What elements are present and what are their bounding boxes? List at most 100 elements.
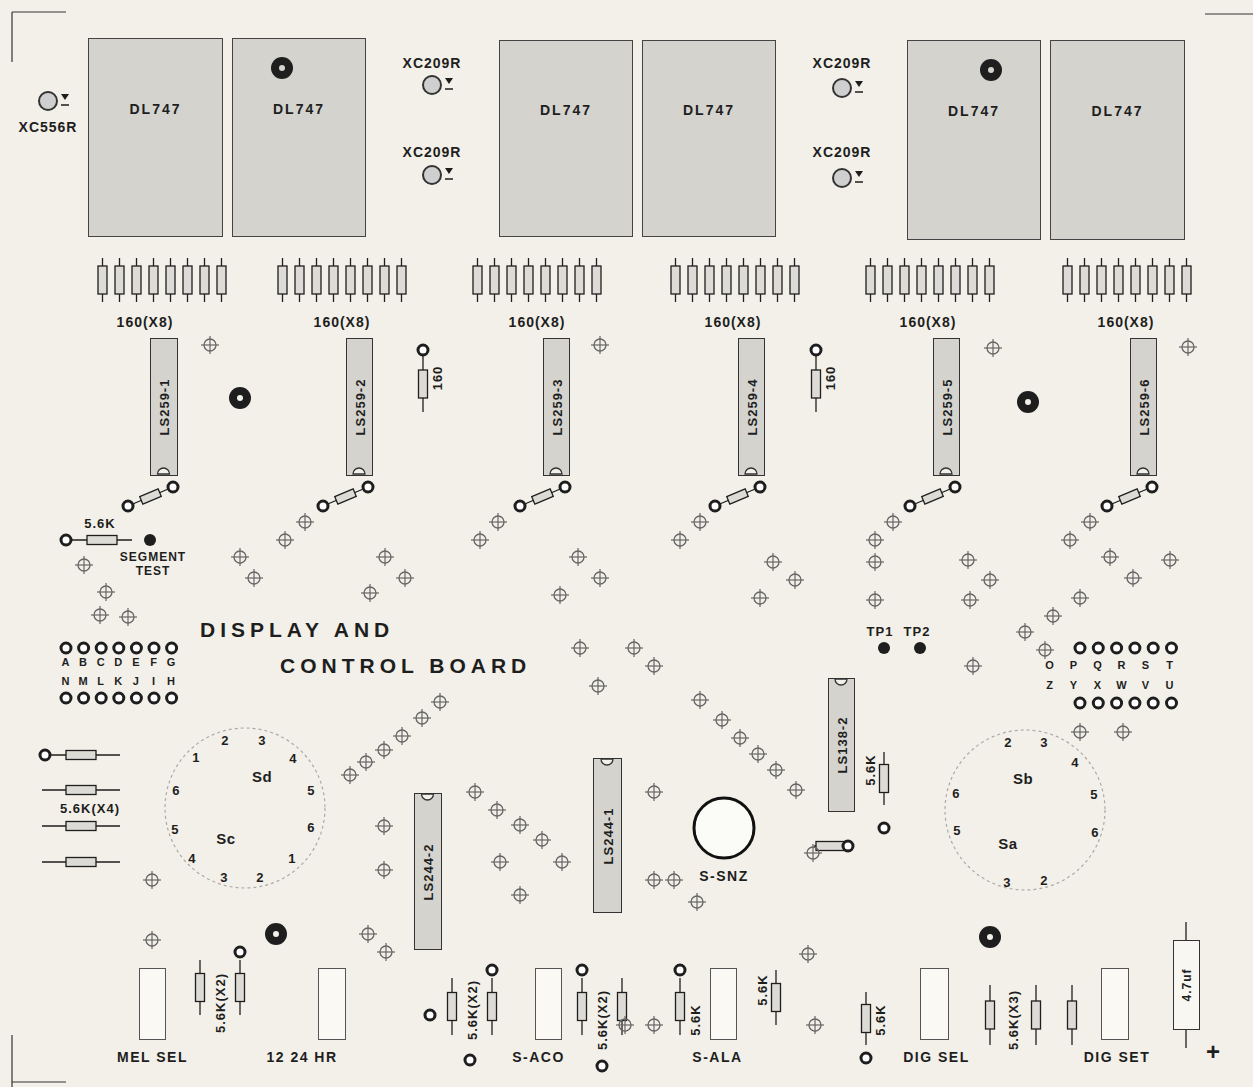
via-symbol xyxy=(511,886,529,904)
via-cross xyxy=(1069,531,1070,549)
via-cross xyxy=(383,817,384,835)
solder-pad xyxy=(1148,698,1158,708)
part-label: 2 xyxy=(1040,874,1048,887)
silkscreen-label: 160(X8) xyxy=(705,315,762,329)
resistor-symbol xyxy=(922,489,944,504)
resistor-symbol xyxy=(727,489,749,504)
silkscreen-label: L xyxy=(97,676,105,687)
resistor-symbol xyxy=(98,266,107,294)
ic-chip: LS259-6 xyxy=(1130,338,1157,476)
via-symbol xyxy=(533,831,551,849)
via-cross xyxy=(795,781,796,799)
via-symbol xyxy=(431,693,449,711)
part-label: Sc xyxy=(216,831,235,846)
via-symbol xyxy=(959,551,977,569)
part-label: DL747 xyxy=(129,102,181,116)
via-cross xyxy=(972,657,973,675)
part-label: S-ACO xyxy=(512,1050,565,1064)
rotary-area xyxy=(165,728,325,888)
resistor-symbol xyxy=(1131,266,1140,294)
resistor-symbol xyxy=(773,266,782,294)
solder-pad xyxy=(79,693,89,703)
solder-pad xyxy=(131,693,141,703)
via-cross xyxy=(1044,641,1045,659)
silkscreen-label: D xyxy=(114,657,123,668)
part-label: 4.7uf xyxy=(1181,968,1193,1001)
part-label: DIG SET xyxy=(1084,1050,1151,1064)
resistor-symbol xyxy=(722,266,731,294)
via-cross xyxy=(874,553,875,571)
via-symbol xyxy=(799,945,817,963)
part-outline xyxy=(233,39,364,235)
part-label: DL747 xyxy=(1091,104,1143,118)
part-label: LS138-2 xyxy=(835,717,848,774)
via-cross xyxy=(967,551,968,569)
resistor-symbol xyxy=(183,266,192,294)
silkscreen-label: 160(X8) xyxy=(509,315,566,329)
silkscreen-label: XC209R xyxy=(403,56,462,70)
resistor-symbol xyxy=(1080,266,1089,294)
resistor-symbol xyxy=(490,266,499,294)
resistor-symbol xyxy=(149,266,158,294)
part-label: 4 xyxy=(188,852,196,865)
via-cross xyxy=(807,945,808,963)
via-cross xyxy=(812,844,813,862)
silkscreen-label: 5.6K xyxy=(756,974,769,1005)
via-cross xyxy=(653,871,654,889)
part-label: 2 xyxy=(256,871,264,884)
silkscreen-label: B xyxy=(79,657,88,668)
via-symbol xyxy=(551,586,569,604)
via-cross xyxy=(653,657,654,675)
solder-pad xyxy=(40,750,50,760)
via-cross xyxy=(624,1016,625,1034)
resistor-symbol xyxy=(862,1005,871,1033)
via-symbol xyxy=(749,745,767,763)
mounting-hole xyxy=(980,59,1002,81)
mounting-hole xyxy=(229,387,251,409)
via-symbol xyxy=(1036,641,1054,659)
polarity-mark xyxy=(855,171,863,177)
silkscreen-label: F xyxy=(150,657,158,668)
via-cross xyxy=(874,531,875,549)
slide-switch: S-ALA xyxy=(710,968,737,1040)
part-label: DL747 xyxy=(683,103,735,117)
solder-pad xyxy=(235,947,245,957)
part-label: DL747 xyxy=(948,104,1000,118)
via-cross xyxy=(209,336,210,354)
via-cross xyxy=(151,931,152,949)
solder-pad xyxy=(79,643,89,653)
silkscreen-label: 5.6K(X2) xyxy=(466,980,479,1040)
resistor-symbol xyxy=(1068,1001,1077,1029)
silkscreen-label: 160 xyxy=(431,366,444,391)
solder-pad xyxy=(1167,643,1177,653)
part-label: LS259-1 xyxy=(158,379,171,436)
via-symbol xyxy=(413,709,431,727)
part-label: DIG SEL xyxy=(903,1050,970,1064)
via-cross xyxy=(496,801,497,819)
via-cross xyxy=(1187,338,1188,356)
silkscreen-label: 5.6K xyxy=(84,517,115,530)
solder-pad xyxy=(418,345,428,355)
via-cross xyxy=(1079,723,1080,741)
silkscreen-label: Q xyxy=(1093,660,1103,671)
part-label: S-ALA xyxy=(692,1050,742,1064)
silkscreen-label: E xyxy=(132,657,140,668)
via-symbol xyxy=(767,761,785,779)
resistor-symbol xyxy=(705,266,714,294)
via-symbol xyxy=(961,591,979,609)
resistor-lead xyxy=(715,487,760,506)
resistor-symbol xyxy=(488,993,497,1021)
via-cross xyxy=(349,766,350,784)
via-cross xyxy=(794,571,795,589)
via-cross xyxy=(401,727,402,745)
part-label: 2 xyxy=(1004,736,1012,749)
solder-pad xyxy=(425,1010,435,1020)
via-symbol xyxy=(691,513,709,531)
solder-pad xyxy=(1093,643,1103,653)
transistor-symbol xyxy=(423,166,441,184)
via-symbol xyxy=(143,931,161,949)
part-label: 4 xyxy=(289,752,297,765)
via-symbol xyxy=(1179,338,1197,356)
via-symbol xyxy=(375,861,393,879)
